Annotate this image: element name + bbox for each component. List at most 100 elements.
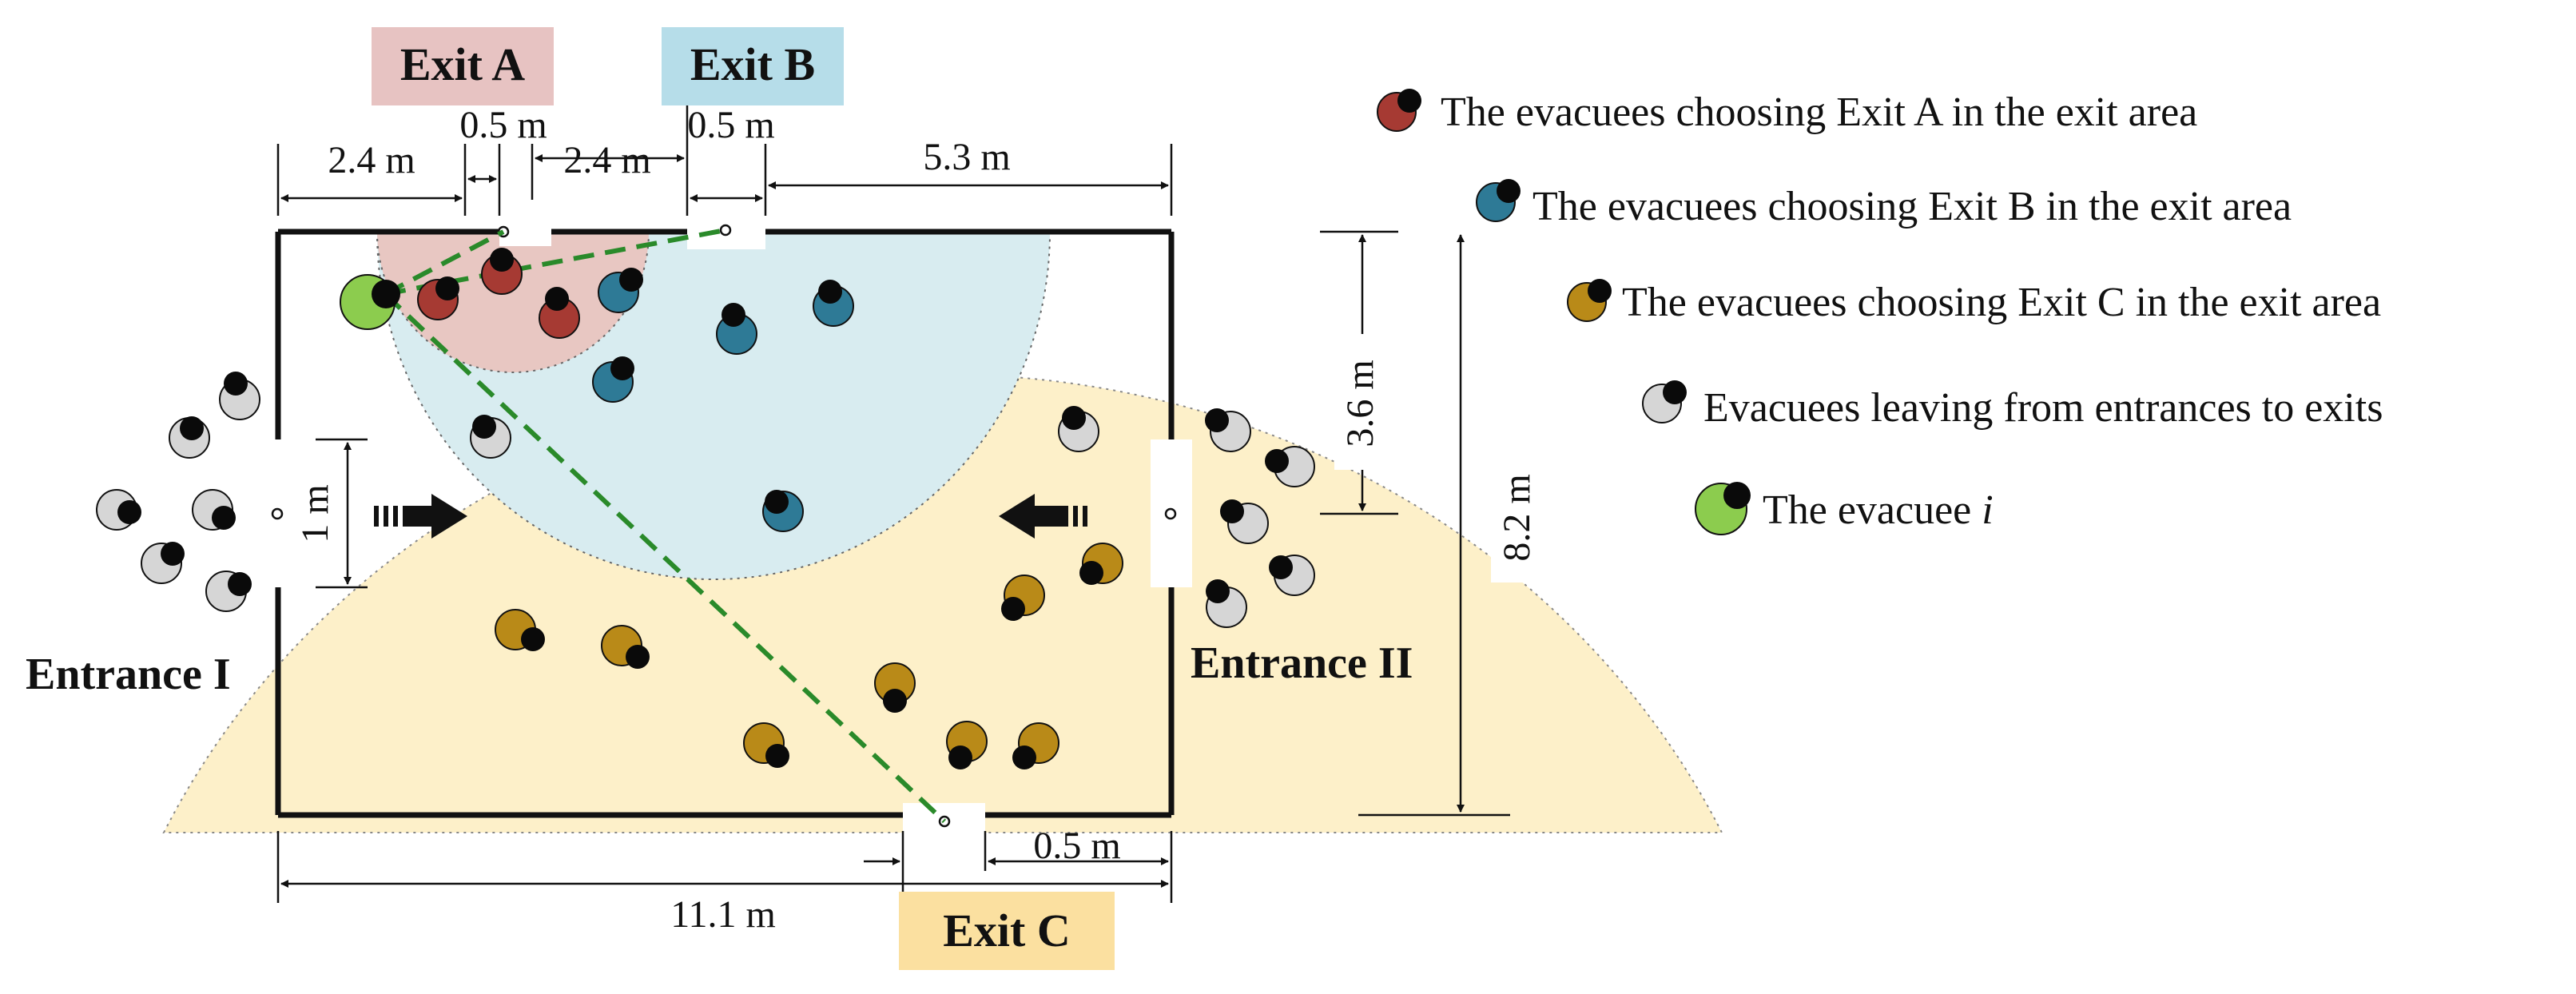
evacuee-head	[1062, 406, 1086, 430]
evacuee-head	[372, 280, 400, 308]
evacuee-exit-b	[716, 303, 757, 355]
evacuee-head	[818, 280, 842, 304]
evacuee-head	[521, 627, 545, 651]
evacuee-head	[1265, 449, 1289, 473]
evacuee-head	[883, 689, 907, 713]
evacuee-leaving	[169, 416, 210, 459]
exit-a-label: Exit A	[400, 38, 525, 90]
exit-c-label: Exit C	[943, 905, 1071, 956]
evacuee-head	[948, 746, 972, 769]
dim-8-2: 8.2 m	[1496, 474, 1538, 561]
legend-text-exit-a: The evacuees choosing Exit A in the exit…	[1441, 89, 2197, 135]
evacuee-exit-c	[743, 722, 789, 768]
evacuee-head	[765, 490, 789, 514]
route-lines	[383, 228, 947, 824]
evacuee-exit-c	[946, 721, 988, 769]
evacuee-exit-a	[417, 276, 459, 320]
evacuee-head	[472, 415, 496, 439]
dimension-lines	[276, 104, 1510, 903]
evacuee-head	[490, 248, 514, 272]
arrow-left-icon	[999, 494, 1087, 539]
legend-text-leaving: Evacuees leaving from entrances to exits	[1703, 385, 2383, 431]
evacuee-exit-a	[481, 248, 523, 295]
exit-b-label-bg	[662, 27, 844, 105]
evacuee-leaving	[1269, 555, 1315, 596]
evacuee-exit-a	[539, 287, 580, 339]
evacuee-leaving	[192, 489, 236, 531]
evacuee-exit-b	[592, 356, 634, 403]
entrance-one-marker	[271, 507, 284, 520]
evacuee-exit-c	[874, 662, 916, 713]
evacuee-head	[180, 416, 204, 440]
evacuee-head	[224, 372, 248, 396]
evacuee-head	[161, 542, 185, 566]
legend-item-exit-a: The evacuees choosing Exit A in the exit…	[1377, 89, 2197, 135]
evacuee-head	[1269, 555, 1293, 579]
dim-0-5-exit-b: 0.5 m	[687, 104, 774, 146]
evacuee-leaving	[1265, 446, 1315, 487]
evacuee-head	[545, 287, 569, 311]
evacuee-head	[435, 276, 459, 300]
evacuee-head	[1206, 579, 1230, 603]
exit-c-label-bg	[899, 892, 1115, 970]
evacuee-leaving	[1058, 406, 1099, 452]
legend-text-exit-b: The evacuees choosing Exit B in the exit…	[1532, 184, 2292, 229]
evacuee-head	[1205, 408, 1229, 432]
evacuee-head	[722, 303, 745, 327]
room-walls	[275, 229, 1175, 818]
evacuee-exit-b	[598, 268, 643, 313]
dim-5-3: 5.3 m	[923, 136, 1010, 178]
evacuee-leaving	[141, 542, 185, 584]
dim-0-5-exit-a: 0.5 m	[459, 104, 547, 146]
evacuees	[96, 248, 1315, 769]
evacuee-head	[228, 572, 252, 596]
evacuee-head	[610, 356, 634, 380]
dim-2-4-left: 2.4 m	[328, 139, 415, 181]
arrow-right-icon	[374, 494, 467, 539]
evacuee-head	[117, 500, 141, 524]
dim-1: 1 m	[294, 484, 336, 543]
entrance-one-label: Entrance I	[26, 650, 231, 699]
evacuee-leaving	[96, 489, 141, 531]
evacuee-leaving	[205, 571, 252, 612]
evacuee-exit-c	[1001, 575, 1045, 621]
dim-3-6: 3.6 m	[1339, 360, 1381, 447]
evacuee-head	[619, 268, 643, 292]
evacuee-leaving	[1206, 579, 1247, 628]
legend: The evacuees choosing Exit A in the exit…	[1377, 89, 2383, 535]
evacuee-leaving	[219, 372, 260, 420]
legend-item-evacuee-i: The evacuee i	[1695, 482, 1994, 535]
dim-0-5-exit-c: 0.5 m	[1033, 825, 1120, 867]
exit-a-label-bg	[372, 27, 554, 105]
exit-a-zone	[376, 231, 650, 373]
evacuee-leaving	[470, 415, 511, 459]
entrance-two-marker	[1164, 507, 1177, 520]
evacuee-head	[1001, 597, 1025, 621]
evacuee-exit-c	[495, 609, 545, 651]
evacuee-head	[212, 506, 236, 530]
evacuee-i	[340, 274, 400, 330]
legend-item-exit-b: The evacuees choosing Exit B in the exit…	[1476, 179, 2292, 229]
exit-b-marker	[719, 224, 732, 237]
exit-b-label: Exit B	[690, 38, 815, 90]
evacuee-exit-c	[601, 625, 650, 669]
legend-item-leaving: Evacuees leaving from entrances to exits	[1642, 380, 2383, 431]
dim-2-4-mid: 2.4 m	[563, 139, 650, 181]
evacuee-head	[1012, 746, 1036, 769]
legend-text-evacuee-i: The evacuee i	[1763, 487, 1994, 533]
dim-11-1: 11.1 m	[670, 893, 776, 936]
legend-item-exit-c: The evacuees choosing Exit C in the exit…	[1567, 279, 2381, 325]
evacuee-head	[1079, 561, 1103, 585]
evacuee-leaving	[1205, 408, 1251, 452]
evacuee-head	[626, 645, 650, 669]
evacuee-head	[765, 744, 789, 768]
evacuee-head	[1220, 499, 1244, 523]
evacuee-leaving	[1220, 499, 1269, 544]
evacuee-exit-c	[1079, 543, 1123, 585]
evacuee-exit-b	[813, 280, 854, 327]
exit-c-door	[903, 803, 985, 867]
entrance-two-label: Entrance II	[1191, 638, 1413, 688]
evacuee-exit-c	[1012, 722, 1059, 769]
legend-text-exit-c: The evacuees choosing Exit C in the exit…	[1622, 280, 2381, 325]
